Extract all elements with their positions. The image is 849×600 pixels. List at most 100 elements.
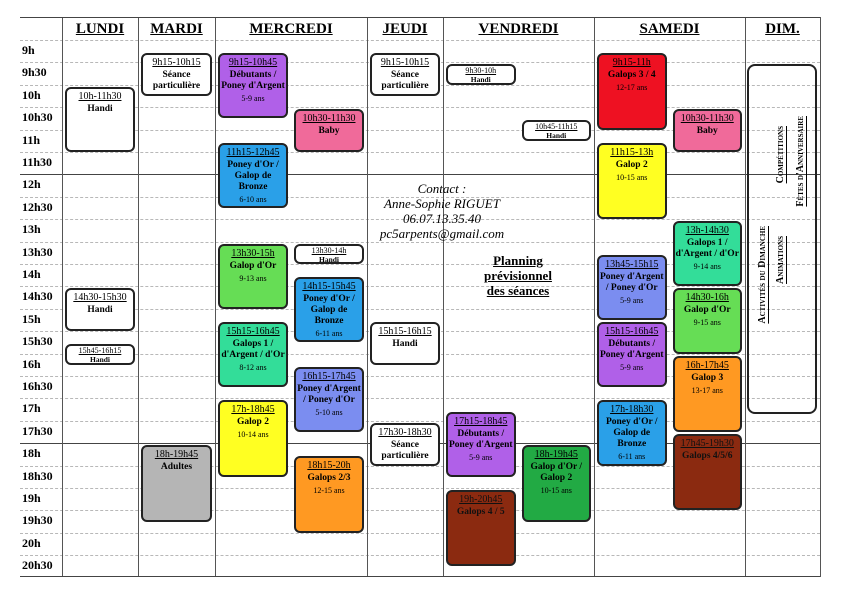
session-age: 6-11 ans <box>618 452 646 462</box>
time-label: 20h <box>22 535 41 550</box>
session-time: 11h15-12h45 <box>226 146 280 158</box>
session-name: Débutants / Poney d'Argent <box>221 70 285 92</box>
grid-line <box>20 152 820 153</box>
session-time: 13h30-15h <box>231 247 275 259</box>
session-name: Handi <box>89 355 110 365</box>
session-age: 5-10 ans <box>315 407 343 417</box>
session-name: Galops 1 / d'Argent / d'Or <box>221 339 285 360</box>
time-label: 9h30 <box>22 65 47 80</box>
contact-title: Contact : <box>417 181 467 196</box>
time-label: 16h30 <box>22 379 53 393</box>
dimanche-animations: Animations <box>775 236 786 284</box>
session-time: 10h-11h30 <box>78 90 122 102</box>
time-label: 19h <box>22 491 41 505</box>
grid-line <box>20 40 820 41</box>
session-name: Poney d'Or / Galop de Bronze <box>227 159 279 192</box>
dimanche-competitions: Compétitions <box>775 126 786 184</box>
day-header: LUNDI <box>75 21 125 37</box>
grid-column-line <box>138 17 139 577</box>
session-name: Poney d'Argent / Poney d'Or <box>297 383 361 405</box>
time-label: 19h30 <box>22 513 53 528</box>
time-label: 12h <box>22 177 41 192</box>
session-name: Séance particulière <box>381 439 429 461</box>
session-time: 13h-14h30 <box>685 225 729 237</box>
session-name: Poney d'Or / Galop de Bronze <box>605 417 658 450</box>
session-name: Galop 3 <box>691 372 724 383</box>
session-name: Galops 4 / 5 <box>456 507 505 517</box>
session-time: 14h15-15h45 <box>302 281 356 293</box>
session-time: 14h30-15h30 <box>73 292 127 304</box>
session-time: 19h-20h45 <box>459 494 503 505</box>
session-time: 17h45-19h30 <box>680 438 734 449</box>
session-age: 8-12 ans <box>239 363 267 372</box>
grid-line <box>20 219 820 221</box>
dimanche-fetes: Fêtes d'Anniversaire <box>795 116 806 207</box>
time-label: 11h <box>22 132 41 147</box>
session-time: 18h-19h45 <box>154 449 199 461</box>
session-name: Séance particulière <box>381 70 429 92</box>
session-time: 17h-18h30 <box>610 404 654 416</box>
day-header: SAMEDI <box>639 21 700 37</box>
session-age: 5-9 ans <box>620 295 644 305</box>
session-age: 5-9 ans <box>241 94 265 104</box>
session-name: Handi <box>318 254 339 264</box>
dimanche-box: Activités du Dimanche Animations Compéti… <box>747 64 817 414</box>
grid-line <box>20 129 820 131</box>
session-time: 17h30-18h30 <box>378 426 432 438</box>
session-name: Galops 3 / 4 <box>607 70 656 81</box>
grid-column-line <box>594 17 595 577</box>
time-label: 17h30 <box>22 423 53 438</box>
session-time: 9h15-11h <box>612 57 651 69</box>
session-time: 17h15-18h45 <box>454 415 508 427</box>
session-name: Galop d'Or <box>683 305 731 316</box>
session-name: Galop 2 <box>237 417 269 428</box>
grid-line <box>20 286 820 288</box>
grid-column-line <box>367 17 368 577</box>
session-time: 15h15-16h45 <box>226 326 280 337</box>
day-header: MARDI <box>150 21 203 37</box>
planning-line-3: des séances <box>486 283 550 298</box>
grid-column-line <box>745 17 746 577</box>
grid-line <box>20 376 820 377</box>
session-name: Handi <box>546 131 567 141</box>
session-name: Handi <box>87 305 113 316</box>
day-header: JEUDI <box>382 21 428 37</box>
time-label: 9h <box>22 43 35 57</box>
session-name: Séance particulière <box>152 70 201 92</box>
session-time: 15h15-16h15 <box>378 326 432 337</box>
session-age: 10-14 ans <box>237 430 269 440</box>
session-age: 6-11 ans <box>315 329 343 339</box>
grid-line <box>20 17 820 18</box>
time-label: 15h30 <box>22 334 53 349</box>
grid-column-line <box>443 17 444 577</box>
day-header: MERCREDI <box>249 21 333 37</box>
session-name: Handi <box>392 339 418 349</box>
time-label: 15h <box>22 311 41 326</box>
contact-name: Anne-Sophie RIGUET <box>384 196 500 211</box>
time-label: 14h <box>22 267 41 281</box>
grid-column-line <box>62 17 63 577</box>
session-name: Galop d'Or / Galop 2 <box>530 462 583 484</box>
planning-line-1: Planning <box>493 253 543 268</box>
session-name: Baby <box>696 126 718 137</box>
time-label: 20h30 <box>22 558 53 573</box>
session-age: 6-10 ans <box>239 194 267 204</box>
time-label: 17h <box>22 401 41 416</box>
time-label: 10h30 <box>22 110 53 125</box>
time-label: 16h <box>22 356 41 371</box>
